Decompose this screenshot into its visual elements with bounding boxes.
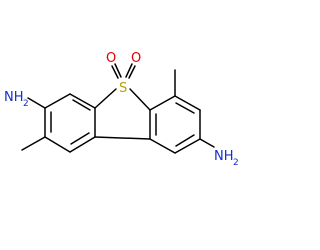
bond-right-amine (199, 138, 215, 148)
bond-s-o-right-b (128, 65, 136, 79)
bond-s-o-left-b (114, 63, 122, 78)
substituent-bonds (21, 69, 215, 151)
amine-label-right: NH 2 (214, 149, 239, 168)
bond-sulfur-to-ring-right (129, 88, 151, 111)
sulfur-atom-label: S (119, 81, 127, 96)
bond-left-ring-6 (44, 93, 71, 109)
thiophene-ring (94, 88, 151, 140)
bond-s-o-right-a (125, 63, 133, 78)
bond-left-amine (27, 97, 46, 109)
bond-right-ring-4 (174, 138, 201, 154)
amine-right-main: NH (214, 149, 234, 164)
amine-label-left: NH 2 (4, 90, 29, 109)
oxygen-atom-label-right: O (131, 51, 141, 66)
bond-right-ring-double-a (175, 102, 195, 114)
bond-left-ring-3 (69, 136, 96, 153)
amine-right-subscript: 2 (233, 158, 239, 168)
bond-left-ring-1 (69, 93, 96, 109)
bond-right-ring-5 (149, 138, 176, 154)
left-benzene-ring (44, 93, 96, 153)
bond-biaryl (94, 136, 151, 140)
right-benzene-ring (149, 95, 201, 154)
chemical-structure-diagram: S O O NH 2 NH 2 (4, 51, 239, 168)
bond-ring-left-to-sulfur (94, 88, 117, 109)
bond-s-o-left-a (111, 65, 119, 79)
bond-right-ring-1 (149, 95, 176, 111)
oxygen-atom-label-left: O (106, 51, 116, 66)
bond-left-ring-double-a (72, 99, 91, 111)
bond-left-ring-4 (44, 136, 71, 153)
amine-left-subscript: 2 (23, 99, 29, 109)
bond-right-ring-double-b (175, 134, 195, 147)
bond-right-ring-2 (174, 95, 201, 111)
bond-left-methyl (21, 136, 46, 151)
amine-left-main: NH (4, 90, 24, 105)
bond-left-ring-double-b (70, 132, 90, 145)
sulfonyl-group (111, 63, 136, 79)
